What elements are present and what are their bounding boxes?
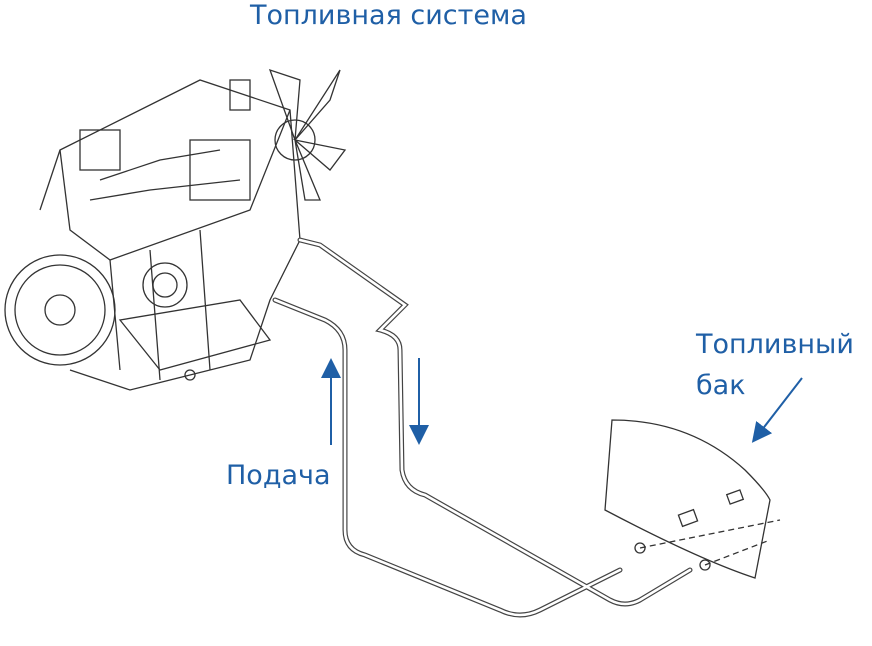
fuel-tank-panel: [604, 419, 781, 579]
diagram-title: Топливная система: [250, 0, 527, 31]
engine-illustration: [4, 68, 347, 391]
tank-label-line1: Топливный: [696, 329, 854, 360]
supply-label: Подача: [226, 460, 331, 491]
tank-label-line2: бак: [696, 370, 746, 401]
tank-pointer-arrow: [751, 377, 803, 443]
